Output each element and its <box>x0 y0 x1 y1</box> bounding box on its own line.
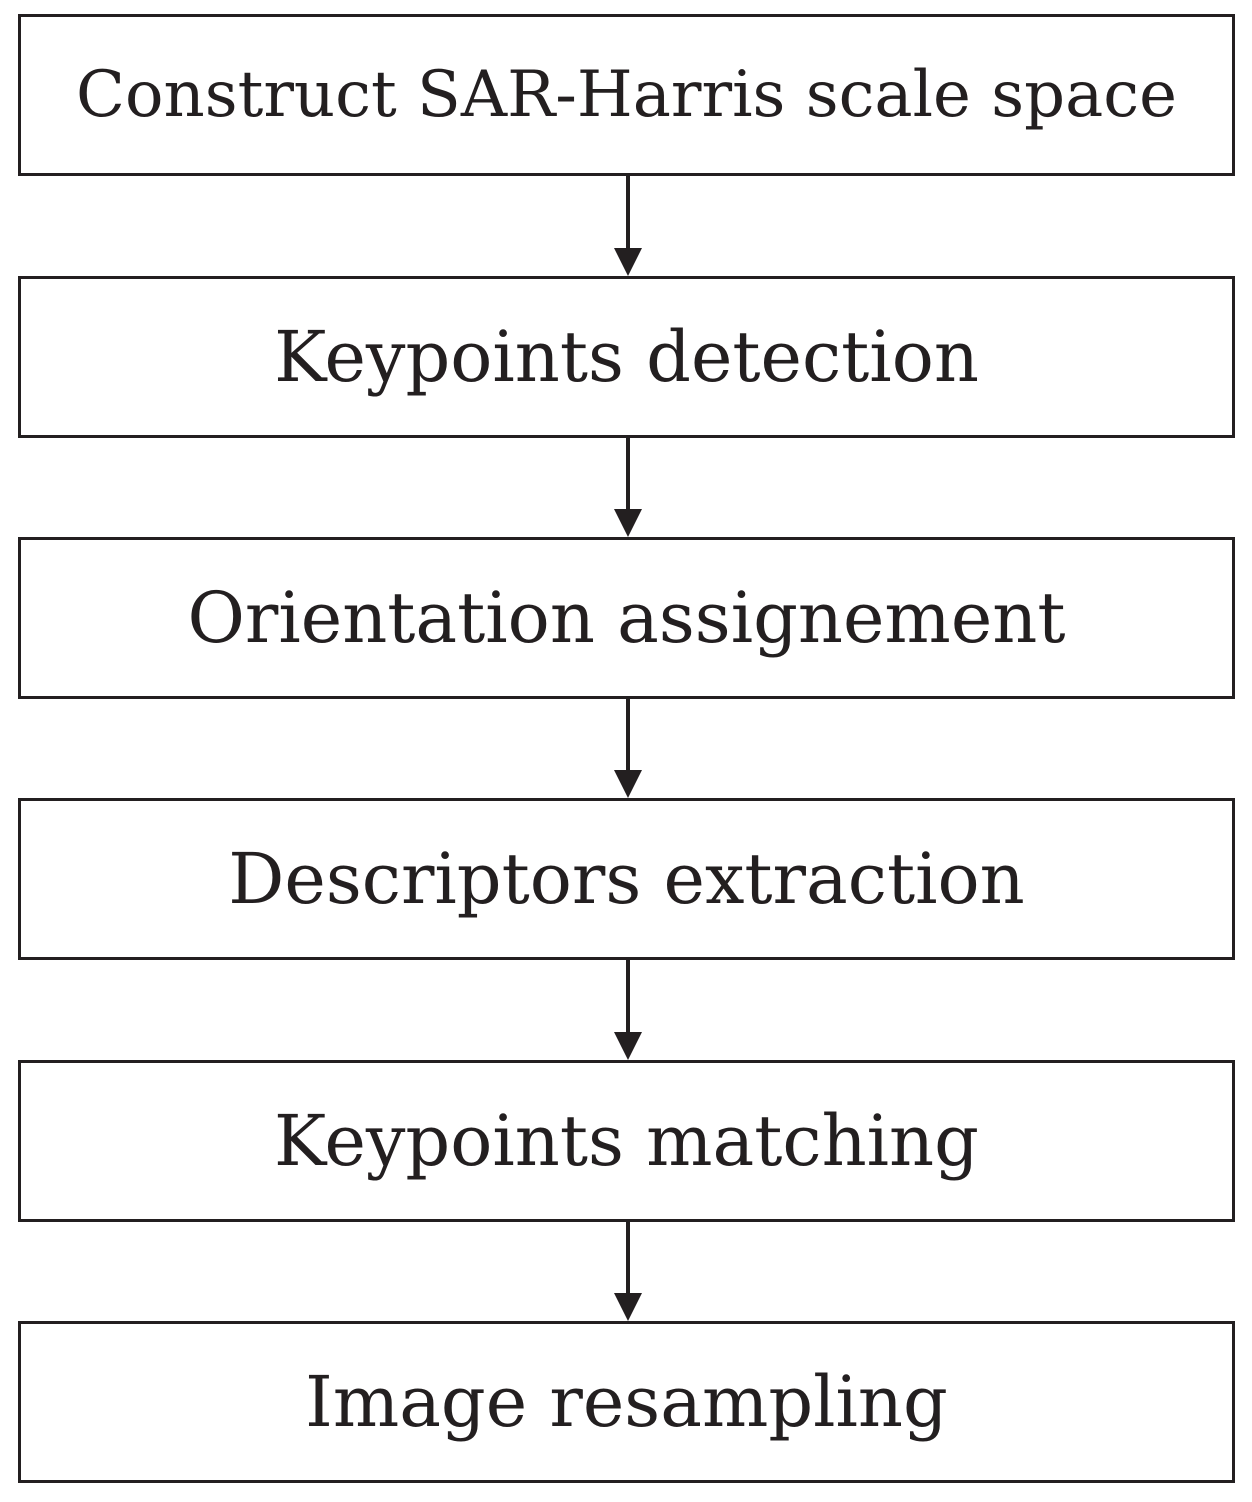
step-label: Descriptors extraction <box>228 838 1025 920</box>
step-construct-scale-space: Construct SAR-Harris scale space <box>18 14 1235 176</box>
arrow-3 <box>614 699 642 798</box>
step-label: Construct SAR-Harris scale space <box>76 58 1177 132</box>
step-keypoints-detection: Keypoints detection <box>18 276 1235 438</box>
step-image-resampling: Image resampling <box>18 1321 1235 1483</box>
step-keypoints-matching: Keypoints matching <box>18 1060 1235 1222</box>
arrow-4 <box>614 960 642 1060</box>
step-label: Keypoints matching <box>274 1100 979 1182</box>
step-label: Keypoints detection <box>274 316 979 398</box>
step-orientation-assignment: Orientation assignement <box>18 537 1235 699</box>
arrow-2 <box>614 438 642 537</box>
arrow-5 <box>614 1222 642 1321</box>
arrow-1 <box>614 176 642 276</box>
step-label: Orientation assignement <box>187 577 1066 659</box>
step-descriptors-extraction: Descriptors extraction <box>18 798 1235 960</box>
step-label: Image resampling <box>305 1361 948 1443</box>
